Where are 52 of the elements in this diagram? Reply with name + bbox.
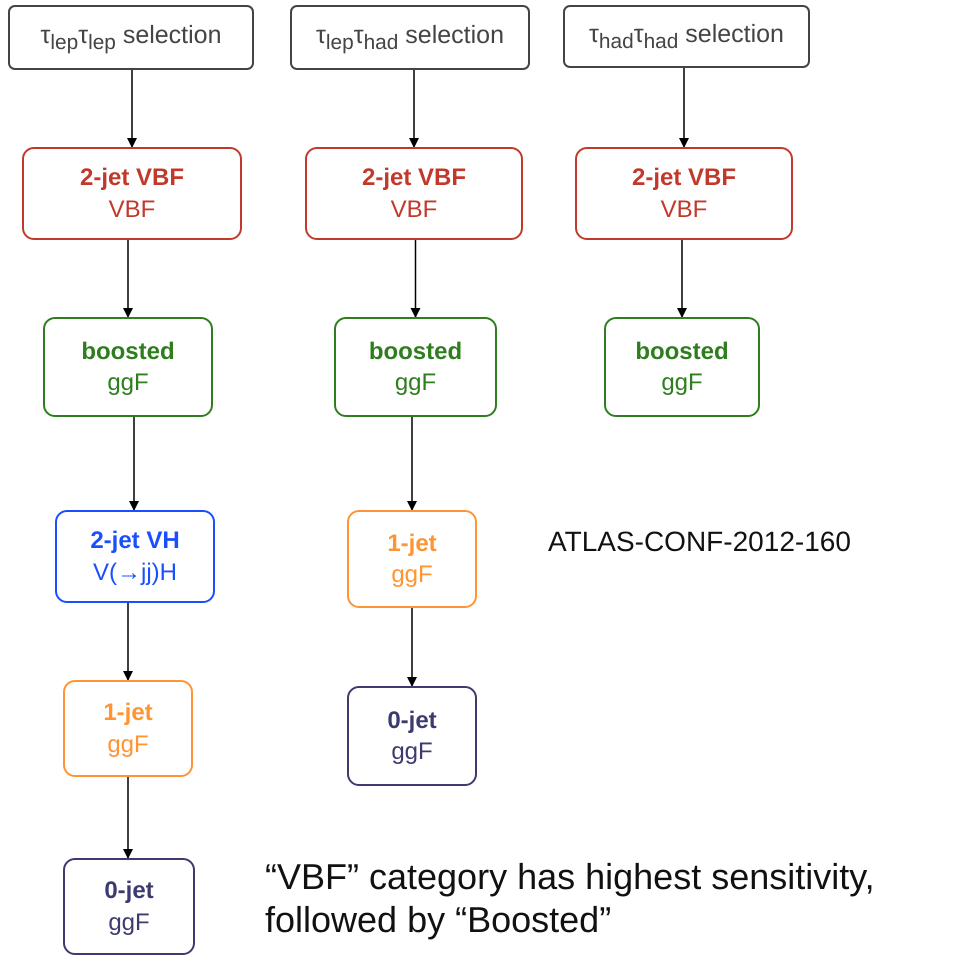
category-name: boosted [635, 336, 729, 367]
document-id: ATLAS-CONF-2012-160 [548, 525, 852, 559]
production-mode: VBF [660, 194, 708, 224]
category-box [22, 147, 242, 240]
category-name: 0-jet [104, 876, 154, 906]
production-mode: ggF [391, 737, 433, 767]
category-box [575, 147, 793, 240]
arrow [679, 68, 689, 148]
category-box [347, 510, 477, 608]
category-name: 2-jet VBF [632, 163, 736, 194]
category-name: 1-jet [103, 698, 153, 728]
category-box [305, 147, 523, 240]
arrow [123, 240, 133, 318]
arrow [123, 603, 133, 681]
production-mode: ggF [391, 560, 433, 590]
production-mode: ggF [108, 908, 150, 938]
arrow [127, 70, 137, 148]
production-mode: ggF [394, 368, 436, 398]
production-mode: V(→jj)H [93, 558, 177, 588]
selection-box [8, 5, 254, 70]
arrow [410, 240, 420, 318]
production-mode: VBF [108, 194, 156, 224]
selection-box [290, 5, 530, 70]
category-box [334, 317, 497, 417]
production-mode: ggF [107, 730, 149, 760]
production-mode: ggF [661, 368, 703, 398]
category-name: 1-jet [387, 528, 437, 559]
arrow [123, 777, 133, 859]
arrow [407, 417, 417, 511]
category-box [55, 510, 215, 603]
arrow [129, 417, 139, 511]
production-mode: VBF [390, 194, 438, 224]
selection-label: τ$_{had}$τ$_{had}$ selection [589, 20, 784, 54]
category-name: boosted [368, 336, 462, 367]
production-mode: ggF [107, 368, 149, 398]
category-name: 0-jet [387, 706, 437, 736]
arrow [409, 70, 419, 148]
arrow [677, 240, 687, 318]
category-name: 2-jet VBF [80, 163, 184, 194]
category-box [43, 317, 213, 417]
selection-label: τ$_{lep}$τ$_{lep}$ selection [40, 20, 222, 54]
note: “VBF” category has highest sensitivity, followed by “Boosted” [265, 855, 876, 942]
category-name: 2-jet VBF [362, 163, 466, 194]
category-box [347, 686, 477, 786]
category-name: 2-jet VH [90, 526, 180, 556]
selection-box [563, 5, 810, 68]
arrow [407, 608, 417, 687]
category-box [63, 680, 193, 777]
category-name: boosted [81, 336, 175, 367]
category-box [604, 317, 760, 417]
category-box [63, 858, 195, 955]
selection-label: τ$_{lep}$τ$_{had}$ selection [316, 20, 504, 54]
